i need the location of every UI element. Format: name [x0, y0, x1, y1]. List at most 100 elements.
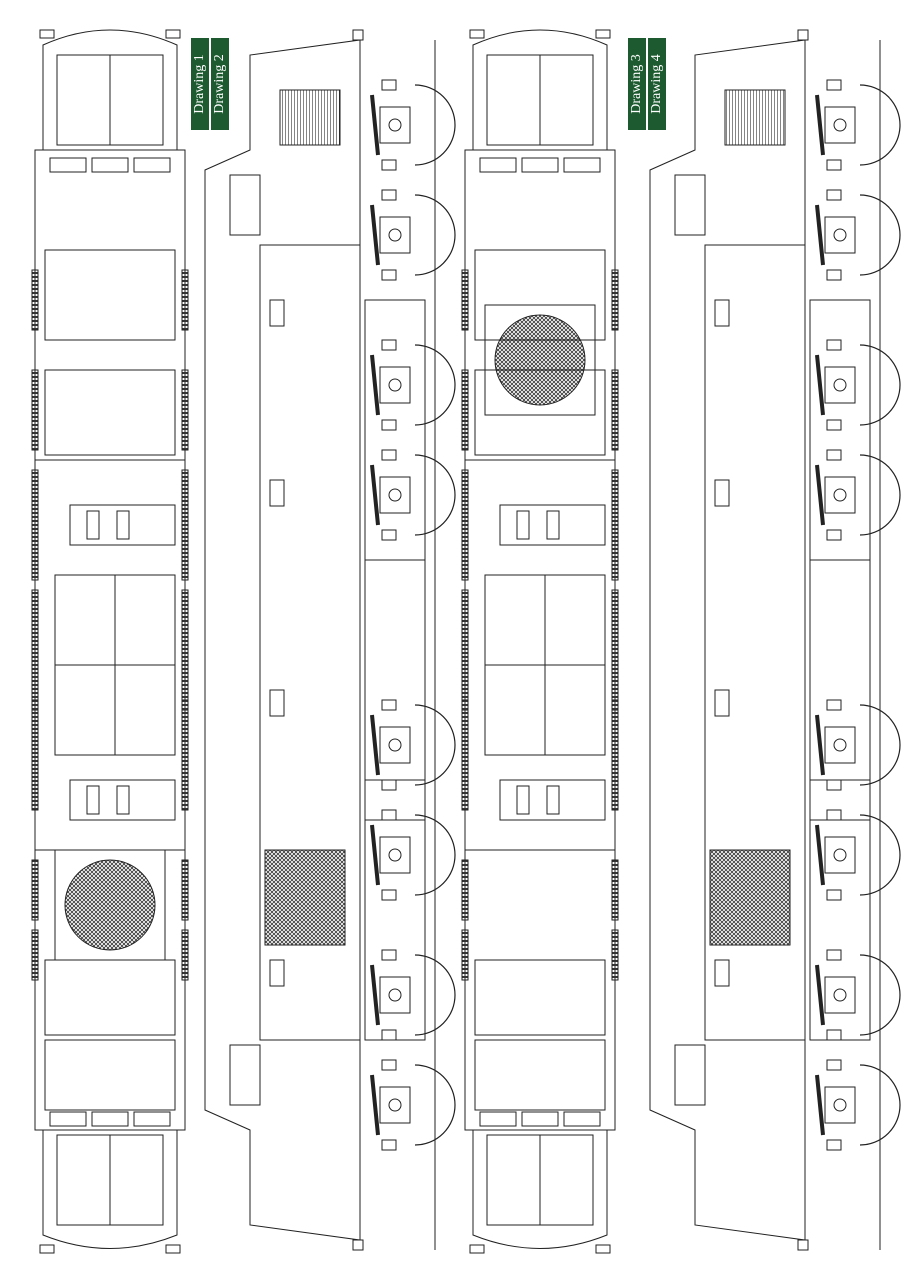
fan-housing	[484, 304, 596, 416]
body-outline	[464, 149, 616, 1131]
axlebox	[379, 366, 411, 404]
label-drawing-1-text: Drawing 1	[192, 54, 207, 114]
vent-box	[499, 504, 606, 546]
nose-outline	[472, 29, 608, 1249]
axle-hub	[388, 1098, 402, 1112]
windscreen	[521, 1111, 559, 1127]
buffer	[469, 29, 485, 39]
label-drawing-4: Drawing 4	[648, 38, 666, 130]
vent	[546, 785, 560, 815]
side-window	[714, 479, 730, 507]
body-outline	[34, 149, 186, 1131]
side-grille	[611, 269, 619, 331]
wheel	[859, 454, 901, 536]
axlebox	[824, 476, 856, 514]
side-grille	[181, 929, 189, 981]
side-grille	[181, 589, 189, 711]
wheel	[859, 1064, 901, 1146]
side-grille	[31, 699, 39, 811]
spring	[826, 1029, 842, 1041]
side-grille	[611, 369, 619, 451]
windscreen	[133, 1111, 171, 1127]
wheel	[414, 194, 456, 276]
brake-block	[370, 354, 380, 416]
roof-panel	[44, 959, 176, 1036]
cab-door	[674, 1044, 706, 1106]
label-drawing-3-text: Drawing 3	[629, 54, 644, 114]
vent	[116, 510, 130, 540]
wheel	[859, 194, 901, 276]
wheel	[414, 344, 456, 426]
buffer	[165, 1244, 181, 1254]
wheel	[414, 954, 456, 1036]
axle-hub	[833, 488, 847, 502]
windscreen	[49, 1111, 87, 1127]
spring	[381, 269, 397, 281]
axle-hub	[388, 228, 402, 242]
label-drawing-4-text: Drawing 4	[649, 54, 664, 114]
spring	[381, 159, 397, 171]
spring	[381, 419, 397, 431]
wheel	[414, 1064, 456, 1146]
spring	[826, 779, 842, 791]
spring	[381, 1059, 397, 1071]
spring	[381, 809, 397, 821]
brake-block	[370, 94, 380, 156]
spring	[826, 889, 842, 901]
side-window	[269, 299, 285, 327]
windscreen	[563, 157, 601, 173]
spring	[381, 189, 397, 201]
axle-hub	[388, 988, 402, 1002]
side-grille	[611, 699, 619, 811]
label-drawing-2-text: Drawing 2	[212, 54, 227, 114]
axlebox	[824, 976, 856, 1014]
spring	[381, 889, 397, 901]
side-grille	[31, 269, 39, 331]
vent-box	[499, 779, 606, 821]
brake-block	[370, 964, 380, 1026]
axle-hub	[833, 848, 847, 862]
axle-hub	[388, 488, 402, 502]
buffer	[595, 1244, 611, 1254]
buffer	[39, 29, 55, 39]
buffer	[797, 1239, 809, 1251]
cab-door	[229, 1044, 261, 1106]
side-grille	[279, 89, 341, 146]
vent	[516, 785, 530, 815]
side-grille	[31, 859, 39, 921]
spring	[826, 189, 842, 201]
wheel	[414, 454, 456, 536]
spring	[826, 339, 842, 351]
side-grille	[611, 859, 619, 921]
side-grille	[461, 929, 469, 981]
spring	[381, 79, 397, 91]
axle-hub	[833, 378, 847, 392]
axlebox	[824, 726, 856, 764]
side-grille	[181, 469, 189, 581]
side-grille	[611, 929, 619, 981]
radiator-fan	[64, 859, 156, 951]
wheel	[859, 954, 901, 1036]
side-window	[714, 959, 730, 987]
wheel	[414, 84, 456, 166]
label-drawing-2: Drawing 2	[211, 38, 229, 130]
side-window	[714, 299, 730, 327]
side-grille	[181, 269, 189, 331]
side-grille	[461, 469, 469, 581]
axlebox	[379, 726, 411, 764]
roof-panel	[474, 249, 606, 341]
windscreen	[133, 157, 171, 173]
side-grille	[461, 859, 469, 921]
axle-hub	[833, 738, 847, 752]
spring	[381, 699, 397, 711]
wheel	[859, 704, 901, 786]
side-grille	[461, 589, 469, 711]
brake-block	[815, 204, 825, 266]
side-grille	[31, 929, 39, 981]
side-grille	[461, 369, 469, 451]
wheel	[859, 84, 901, 166]
side-grille	[461, 269, 469, 331]
axlebox	[824, 836, 856, 874]
side-grille	[31, 369, 39, 451]
